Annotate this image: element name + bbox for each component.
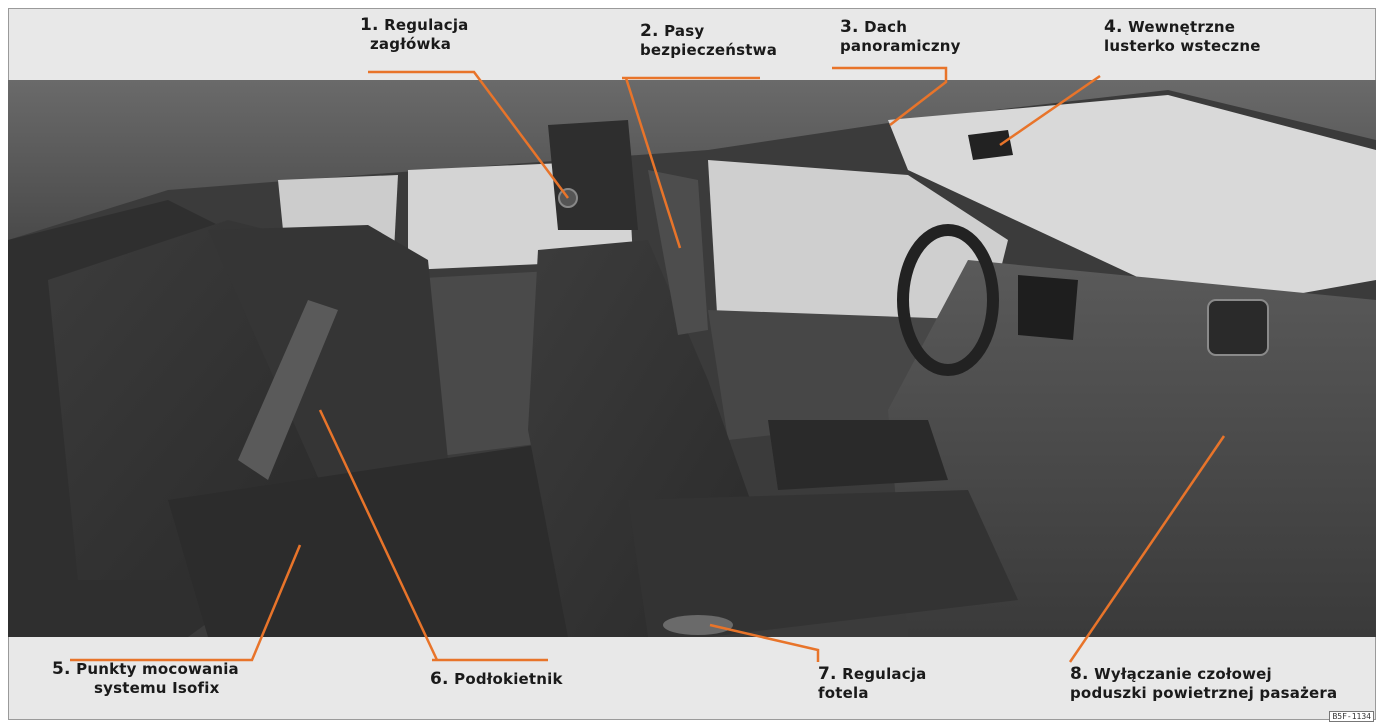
label-line: Punkty mocowania bbox=[76, 660, 239, 678]
label-line: Pasy bbox=[664, 22, 705, 40]
label-line: bezpieczeństwa bbox=[640, 41, 778, 59]
headliner bbox=[8, 80, 1376, 240]
air-vent bbox=[1207, 299, 1269, 356]
infotainment-screen bbox=[1018, 275, 1078, 340]
callout-line-6 bbox=[318, 409, 548, 662]
label-line: fotela bbox=[818, 684, 869, 702]
label-line: Dach bbox=[864, 18, 908, 36]
label-number: 7. bbox=[818, 664, 837, 684]
label-line: Regulacja bbox=[384, 16, 469, 34]
label-line: Podłokietnik bbox=[454, 670, 563, 688]
figure-code: B5F-1134 bbox=[1329, 711, 1374, 722]
rear-seat-belt bbox=[238, 300, 338, 480]
rear-view-mirror bbox=[968, 130, 1013, 160]
callout-line-1 bbox=[368, 70, 570, 199]
label-armrest: 6. Podłokietnik bbox=[430, 670, 563, 689]
label-rear-mirror: 4. Wewnętrzne lusterko wsteczne bbox=[1104, 18, 1261, 56]
label-number: 5. bbox=[52, 659, 71, 679]
label-seat-belts: 2. Pasy bezpieczeństwa bbox=[640, 22, 777, 60]
center-console bbox=[768, 420, 948, 490]
callout-line-8 bbox=[1068, 435, 1226, 663]
callout-line-2 bbox=[622, 76, 760, 249]
label-line: zagłówka bbox=[370, 35, 452, 53]
steering-wheel bbox=[897, 224, 999, 376]
callout-line-5 bbox=[70, 544, 302, 662]
front-seat-cushion bbox=[628, 490, 1018, 637]
label-number: 8. bbox=[1070, 664, 1089, 684]
label-head-restraint: 1. Regulacja zagłówka bbox=[360, 16, 468, 54]
label-number: 1. bbox=[360, 15, 379, 35]
label-number: 2. bbox=[640, 21, 659, 41]
label-line: panoramiczny bbox=[840, 37, 961, 55]
label-line: lusterko wsteczne bbox=[1104, 37, 1261, 55]
label-number: 3. bbox=[840, 17, 859, 37]
label-number: 6. bbox=[430, 669, 449, 689]
label-line: Wewnętrzne bbox=[1128, 18, 1236, 36]
front-side-window bbox=[708, 160, 1008, 330]
label-line: poduszki powietrznej pasażera bbox=[1070, 684, 1338, 702]
label-seat-adjust: 7. Regulacja fotela bbox=[818, 665, 926, 703]
b-pillar-belt bbox=[648, 170, 708, 335]
seat-adjust-lever bbox=[663, 615, 733, 635]
rear-seat-backrest bbox=[208, 225, 448, 500]
label-airbag-off: 8. Wyłączanie czołowej poduszki powietrz… bbox=[1070, 665, 1337, 703]
callout-line-3 bbox=[832, 66, 948, 126]
rear-seat-cushion bbox=[168, 440, 588, 637]
label-line: Regulacja bbox=[842, 665, 927, 683]
label-line: systemu Isofix bbox=[94, 679, 220, 697]
label-panoramic-roof: 3. Dach panoramiczny bbox=[840, 18, 961, 56]
label-isofix: 5. Punkty mocowania systemu Isofix bbox=[52, 660, 239, 698]
label-number: 4. bbox=[1104, 17, 1123, 37]
callout-line-4 bbox=[999, 74, 1101, 147]
callout-line-7 bbox=[709, 623, 820, 662]
label-line: Wyłączanie czołowej bbox=[1094, 665, 1272, 683]
car-interior-illustration bbox=[8, 80, 1376, 637]
